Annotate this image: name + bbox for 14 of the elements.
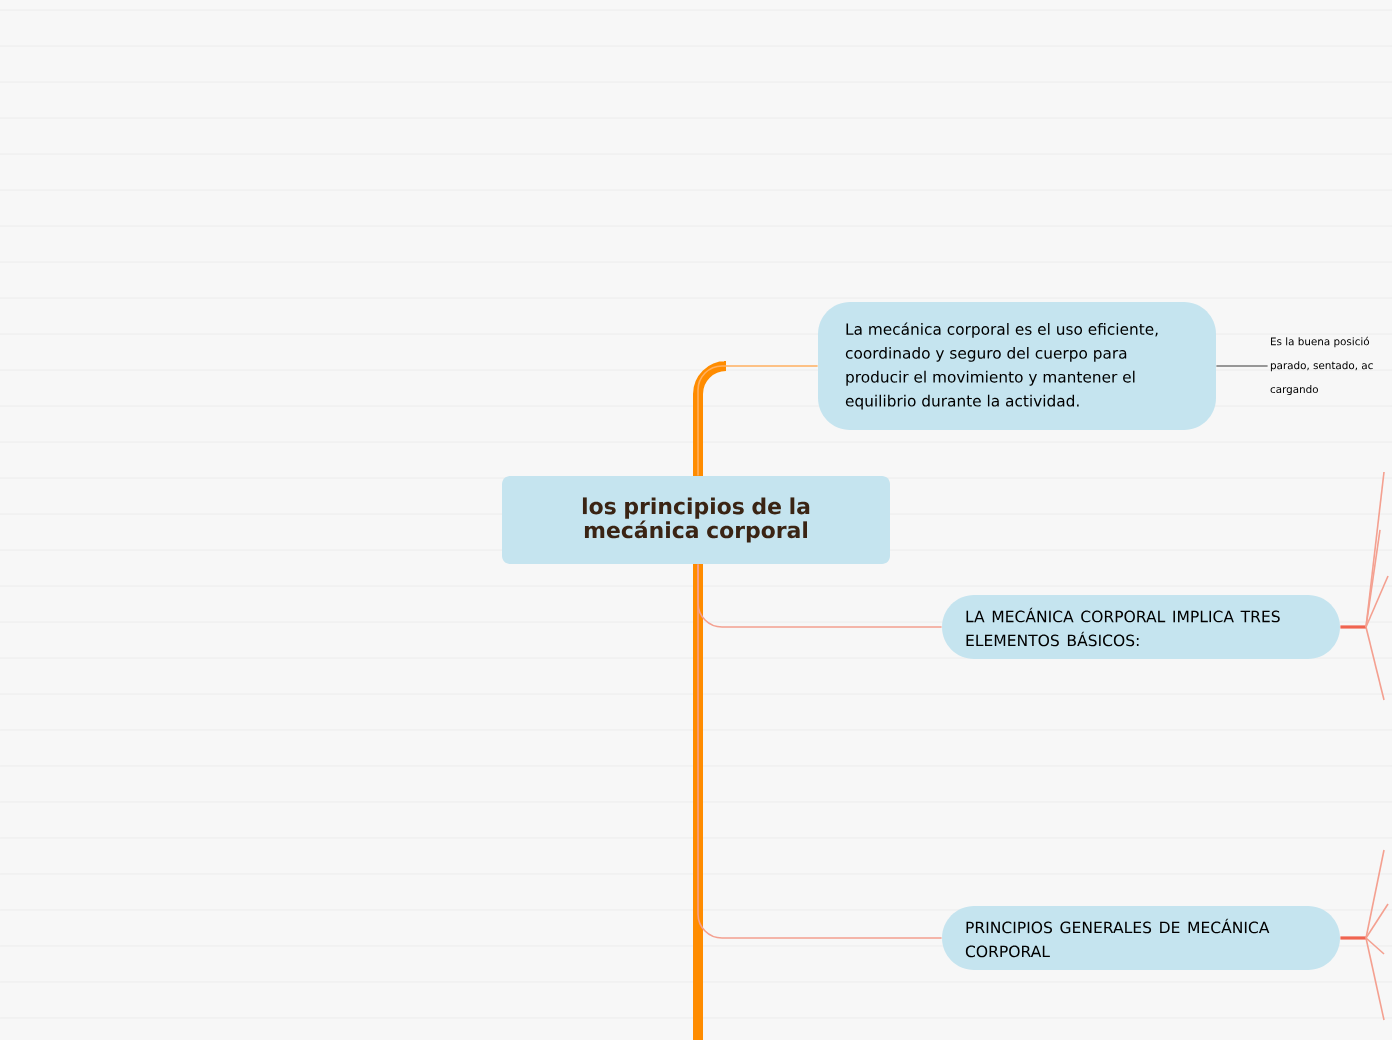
connector-line xyxy=(1365,937,1385,1021)
connector-line xyxy=(1365,575,1389,628)
connector-line xyxy=(1365,471,1385,628)
connector-line xyxy=(1215,365,1269,367)
connector-line xyxy=(1340,625,1366,629)
connector-line xyxy=(1365,903,1389,939)
connector-line xyxy=(697,563,943,939)
connector-line xyxy=(1365,626,1385,701)
connector-line xyxy=(1365,937,1385,955)
connector-line xyxy=(1340,936,1366,940)
connector-line xyxy=(1365,849,1385,939)
root-box: los principios de la mecánica corporal xyxy=(502,476,890,564)
connector-line xyxy=(1365,529,1381,628)
connector-line xyxy=(697,365,819,477)
